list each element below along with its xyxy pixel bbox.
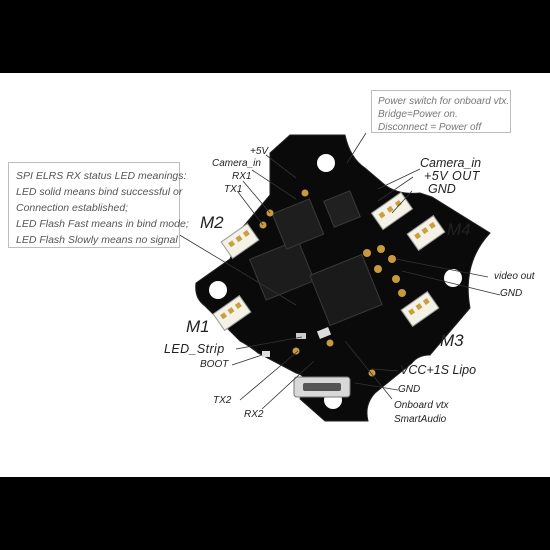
motor-connector-m2: [220, 222, 260, 260]
label-tx1: TX1: [224, 184, 243, 195]
chip-osd: [271, 198, 325, 250]
label-smart-audio: SmartAudio: [394, 414, 447, 425]
label-plus5v: +5V: [250, 146, 269, 157]
label-onboard-vtx: Onboard vtx: [394, 400, 449, 411]
label-camera-in: Camera_in: [420, 156, 482, 170]
label-m2: M2: [200, 213, 224, 232]
label-rx1: RX1: [232, 171, 252, 182]
label-boot: BOOT: [200, 359, 229, 370]
label-m1: M1: [186, 317, 210, 336]
power-switch-line-3: Disconnect = Power off: [378, 122, 482, 133]
label-plus5v-out: +5V OUT: [424, 169, 480, 183]
diagram-canvas: Power switch for onboard vtx. Bridge=Pow…: [0, 73, 550, 477]
label-m3: M3: [440, 331, 464, 350]
chip-mcu: [309, 253, 383, 327]
elrs-led-note: SPI ELRS RX status LED meanings: LED sol…: [8, 162, 189, 248]
label-vcc-lipo: VCC+1S Lipo: [400, 363, 477, 377]
elrs-note-line-2: LED solid means bind successful or: [16, 186, 183, 198]
motor-connector-m3: [400, 290, 440, 328]
label-m4: M4: [447, 220, 471, 239]
label-led-strip: LED_Strip: [164, 342, 225, 356]
leader-lines: [177, 132, 501, 410]
label-video-out: video out: [494, 271, 535, 282]
elrs-note-line-3: Connection established;: [16, 202, 129, 214]
board-illustration: [177, 132, 501, 422]
label-tx2: TX2: [213, 395, 232, 406]
motor-connector-m4: [406, 214, 446, 252]
elrs-note-line-1: SPI ELRS RX status LED meanings:: [16, 170, 187, 182]
label-gnd-bottom: GND: [398, 384, 421, 395]
power-switch-note: Power switch for onboard vtx. Bridge=Pow…: [371, 90, 511, 133]
elrs-note-line-4: LED Flash Fast means in bind mode;: [16, 218, 189, 230]
label-rx2: RX2: [244, 409, 264, 420]
elrs-note-line-5: LED Flash Slowly means no signal: [16, 234, 178, 246]
power-switch-line-2: Bridge=Power on.: [378, 109, 458, 120]
chip-small: [323, 190, 361, 228]
motor-connector-m1: [212, 294, 252, 332]
label-gnd-top: GND: [428, 182, 456, 196]
label-camera-in-small: Camera_in: [212, 158, 261, 169]
label-gnd-right: GND: [500, 288, 523, 299]
chip-elrs: [249, 239, 315, 301]
power-switch-line-1: Power switch for onboard vtx.: [378, 96, 510, 107]
